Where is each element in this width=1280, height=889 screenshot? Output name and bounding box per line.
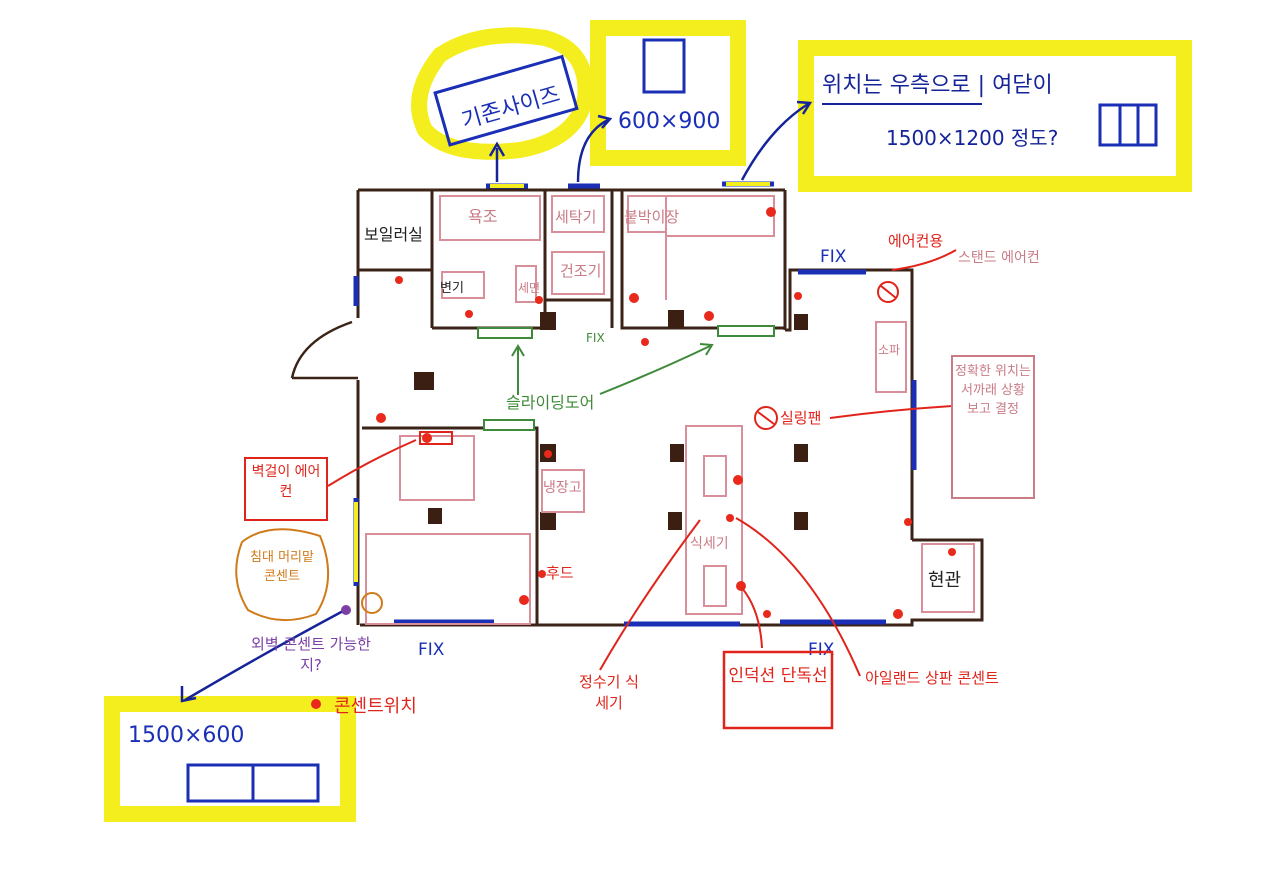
bath-label: 욕조 xyxy=(468,207,497,226)
fix-bottom-left-label: FIX xyxy=(418,640,445,660)
tv-note-label: 정확한 위치는 서까래 상황 보고 결정 xyxy=(955,364,1031,417)
kimchi-label: 식세기 xyxy=(690,536,729,552)
sliding-door-label: 슬라이딩도어 xyxy=(506,393,594,412)
bed-head-note: 침대 머리맡 콘센트 xyxy=(235,528,329,622)
callout-standard-size: 기존사이즈 xyxy=(411,27,594,160)
outer-outlet-dot xyxy=(341,605,351,615)
right-position-line1: 위치는 우측으로 | 여닫이 xyxy=(822,73,1053,98)
island-label: 아일랜드 상판 콘센트 xyxy=(865,669,999,687)
toilet-label: 변기 xyxy=(440,281,464,296)
ceiling-fan-label: 실링팬 xyxy=(780,409,821,427)
sink-label: 세면 xyxy=(518,281,540,295)
fix-small-label: FIX xyxy=(586,331,605,345)
induction-label: 인덕션 단독선 xyxy=(728,666,828,686)
callout-bottom-size: 1500×600 xyxy=(104,696,356,822)
wall-aircon-note: 벽걸이 에어컨 xyxy=(244,439,417,521)
fix-labels: FIX FIX FIX FIX xyxy=(418,247,847,660)
hood-label: 후드 xyxy=(546,564,574,582)
water-purifier-label: 정수기 식세기 xyxy=(579,673,639,712)
bottom-size-label: 1500×600 xyxy=(128,723,244,748)
built-in-label: 붙박이장 xyxy=(624,208,679,226)
fridge-label: 냉장고 xyxy=(543,480,582,496)
outlet-position-label: 콘센트위치 xyxy=(334,696,417,717)
outlet-dots xyxy=(311,207,956,709)
room-labels: 보일러실 욕조 변기 세면 세탁기 건조기 붙박이장 냉장고 후드 식세기 현관… xyxy=(364,207,961,591)
sliding-doors xyxy=(477,325,775,431)
fix-bottom-right-label: FIX xyxy=(808,640,835,660)
sofa-label: 소파 xyxy=(878,343,900,357)
wall-aircon-label: 벽걸이 에어컨 xyxy=(251,464,321,500)
dryer-label: 건조기 xyxy=(560,262,601,280)
callout-arrows xyxy=(180,100,813,703)
right-position-line2: 1500×1200 정도? xyxy=(886,126,1058,150)
outer-wall-label: 외벽 콘센트 가능한지? xyxy=(251,635,371,674)
sliding-arrows xyxy=(511,343,714,395)
kitchen-notes: 정수기 식세기 인덕션 단독선 아일랜드 상판 콘센트 xyxy=(579,517,999,730)
washer-label: 세탁기 xyxy=(555,208,596,226)
wall-aircon-box xyxy=(419,431,453,445)
ceiling-fan-marks xyxy=(754,281,899,430)
entrance-label: 현관 xyxy=(928,570,961,591)
furniture xyxy=(365,195,975,625)
aircon-stand-label: 에어컨용 xyxy=(888,232,943,250)
ceiling-fan-note: 실링팬 xyxy=(780,405,953,427)
stand-aircon-label: 스탠드 에어컨 xyxy=(958,250,1040,266)
bed-outlet-circle xyxy=(361,592,383,614)
outer-wall-note: 외벽 콘센트 가능한지? xyxy=(251,635,371,674)
window-600-label: 600×900 xyxy=(618,109,720,134)
boiler-room-label: 보일러실 xyxy=(364,225,423,244)
door-swing xyxy=(290,320,358,380)
callout-right-position: 위치는 우측으로 | 여닫이 1500×1200 정도? xyxy=(798,40,1192,192)
tv-note: 정확한 위치는 서까래 상황 보고 결정 xyxy=(951,355,1035,499)
aircon-note: 에어컨용 스탠드 에어컨 xyxy=(888,232,1040,271)
bed-head-label: 침대 머리맡 콘센트 xyxy=(250,550,314,584)
callout-window-600: 600×900 xyxy=(590,20,746,166)
window-highlights xyxy=(354,182,770,582)
fix-top-label: FIX xyxy=(820,247,847,267)
